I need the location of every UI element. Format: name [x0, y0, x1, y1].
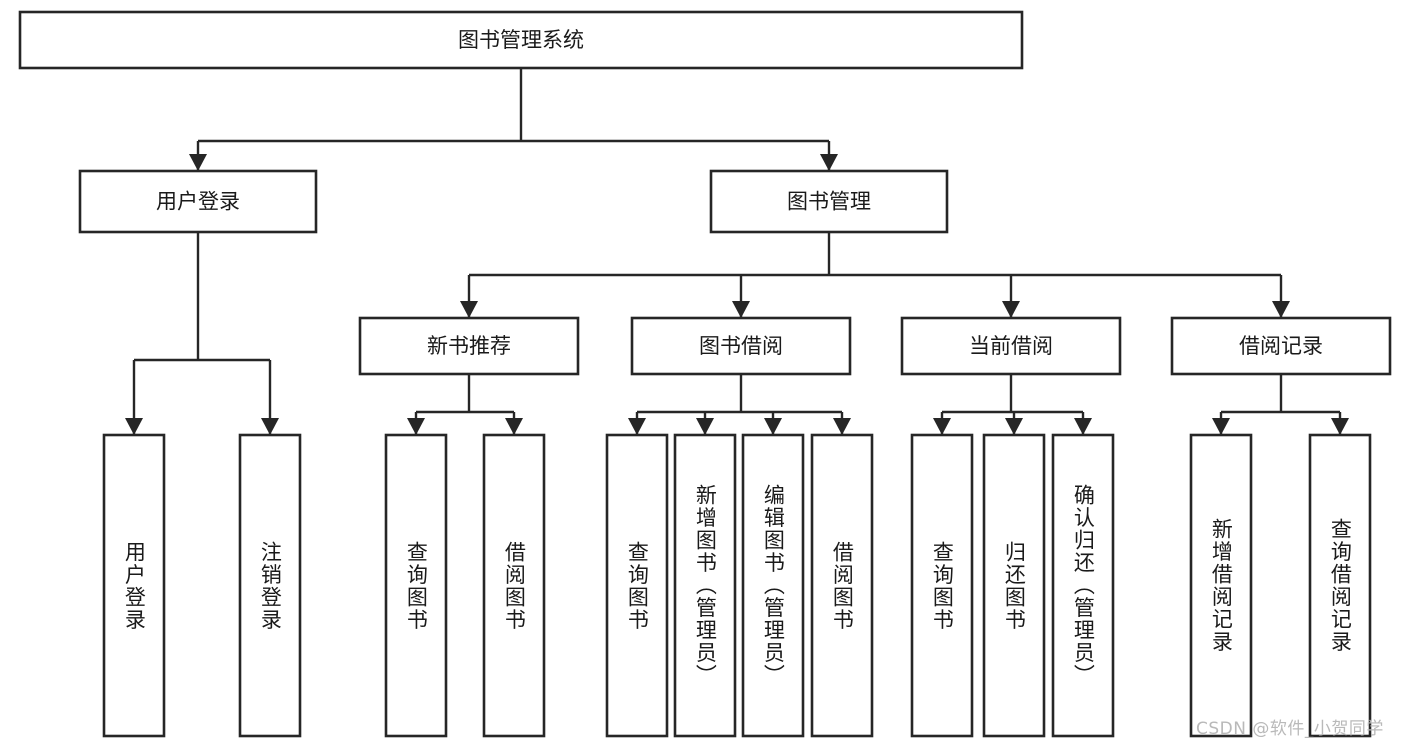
leaf-node-leaf-add-book[interactable]	[673, 433, 737, 738]
level2-node-user-login[interactable]	[78, 169, 318, 234]
arrow-head-book-manage-to-borrow-record	[1272, 301, 1290, 318]
arrow-head-book-borrow-to-leaf-edit-book	[764, 418, 782, 435]
arrow-head-book-borrow-to-leaf-borrow-book-2	[833, 418, 851, 435]
arrow-head-book-borrow-to-leaf-query-book-2	[628, 418, 646, 435]
leaf-node-leaf-query-book-3[interactable]	[910, 433, 974, 738]
boxes-layer	[18, 10, 1392, 738]
node-label: 当前借阅	[969, 334, 1053, 358]
node-label: 用户登录	[156, 190, 240, 214]
arrow-head-root-to-book-manage	[820, 154, 838, 171]
leaf-node-leaf-edit-book[interactable]	[741, 433, 805, 738]
arrow-head-borrow-record-to-leaf-query-record	[1331, 418, 1349, 435]
leaf-node-leaf-query-record[interactable]	[1308, 433, 1372, 738]
node-label: 新书推荐	[427, 334, 511, 358]
arrow-head-new-book-rec-to-leaf-borrow-book-1	[505, 418, 523, 435]
arrow-head-new-book-rec-to-leaf-query-book-1	[407, 418, 425, 435]
csdn-watermark: CSDN @软件_小贺同学	[1196, 719, 1384, 739]
arrow-head-current-borrow-to-leaf-confirm-return	[1074, 418, 1092, 435]
node-label: 图书管理系统	[458, 28, 584, 52]
leaf-node-leaf-confirm-return[interactable]	[1051, 433, 1115, 738]
level3-node-current-borrow[interactable]	[900, 316, 1122, 376]
leaf-node-leaf-query-book-2[interactable]	[605, 433, 669, 738]
arrow-head-user-login-to-leaf-logout	[261, 418, 279, 435]
leaf-node-leaf-user-login[interactable]	[102, 433, 166, 738]
level3-node-new-book-rec[interactable]	[358, 316, 580, 376]
arrow-head-book-manage-to-new-book-rec	[460, 301, 478, 318]
arrow-head-current-borrow-to-leaf-return-book	[1005, 418, 1023, 435]
level3-node-borrow-record[interactable]	[1170, 316, 1392, 376]
connectors-layer	[125, 68, 1349, 435]
node-label: 图书借阅	[699, 334, 783, 358]
arrow-head-book-manage-to-current-borrow	[1002, 301, 1020, 318]
leaf-node-leaf-borrow-book-2[interactable]	[810, 433, 874, 738]
node-label: 借阅记录	[1239, 334, 1323, 358]
arrow-head-root-to-user-login	[189, 154, 207, 171]
leaf-node-leaf-add-record[interactable]	[1189, 433, 1253, 738]
arrow-head-book-manage-to-book-borrow	[732, 301, 750, 318]
level2-node-book-manage[interactable]	[709, 169, 949, 234]
arrow-head-borrow-record-to-leaf-add-record	[1212, 418, 1230, 435]
arrow-head-book-borrow-to-leaf-add-book	[696, 418, 714, 435]
arrow-head-current-borrow-to-leaf-query-book-3	[933, 418, 951, 435]
leaf-node-leaf-return-book[interactable]	[982, 433, 1046, 738]
arrow-head-user-login-to-leaf-user-login	[125, 418, 143, 435]
leaf-node-leaf-borrow-book-1[interactable]	[482, 433, 546, 738]
root-node-root[interactable]	[18, 10, 1024, 70]
leaf-node-leaf-query-book-1[interactable]	[384, 433, 448, 738]
level3-node-book-borrow[interactable]	[630, 316, 852, 376]
node-label: 图书管理	[787, 190, 871, 214]
leaf-node-leaf-logout[interactable]	[238, 433, 302, 738]
